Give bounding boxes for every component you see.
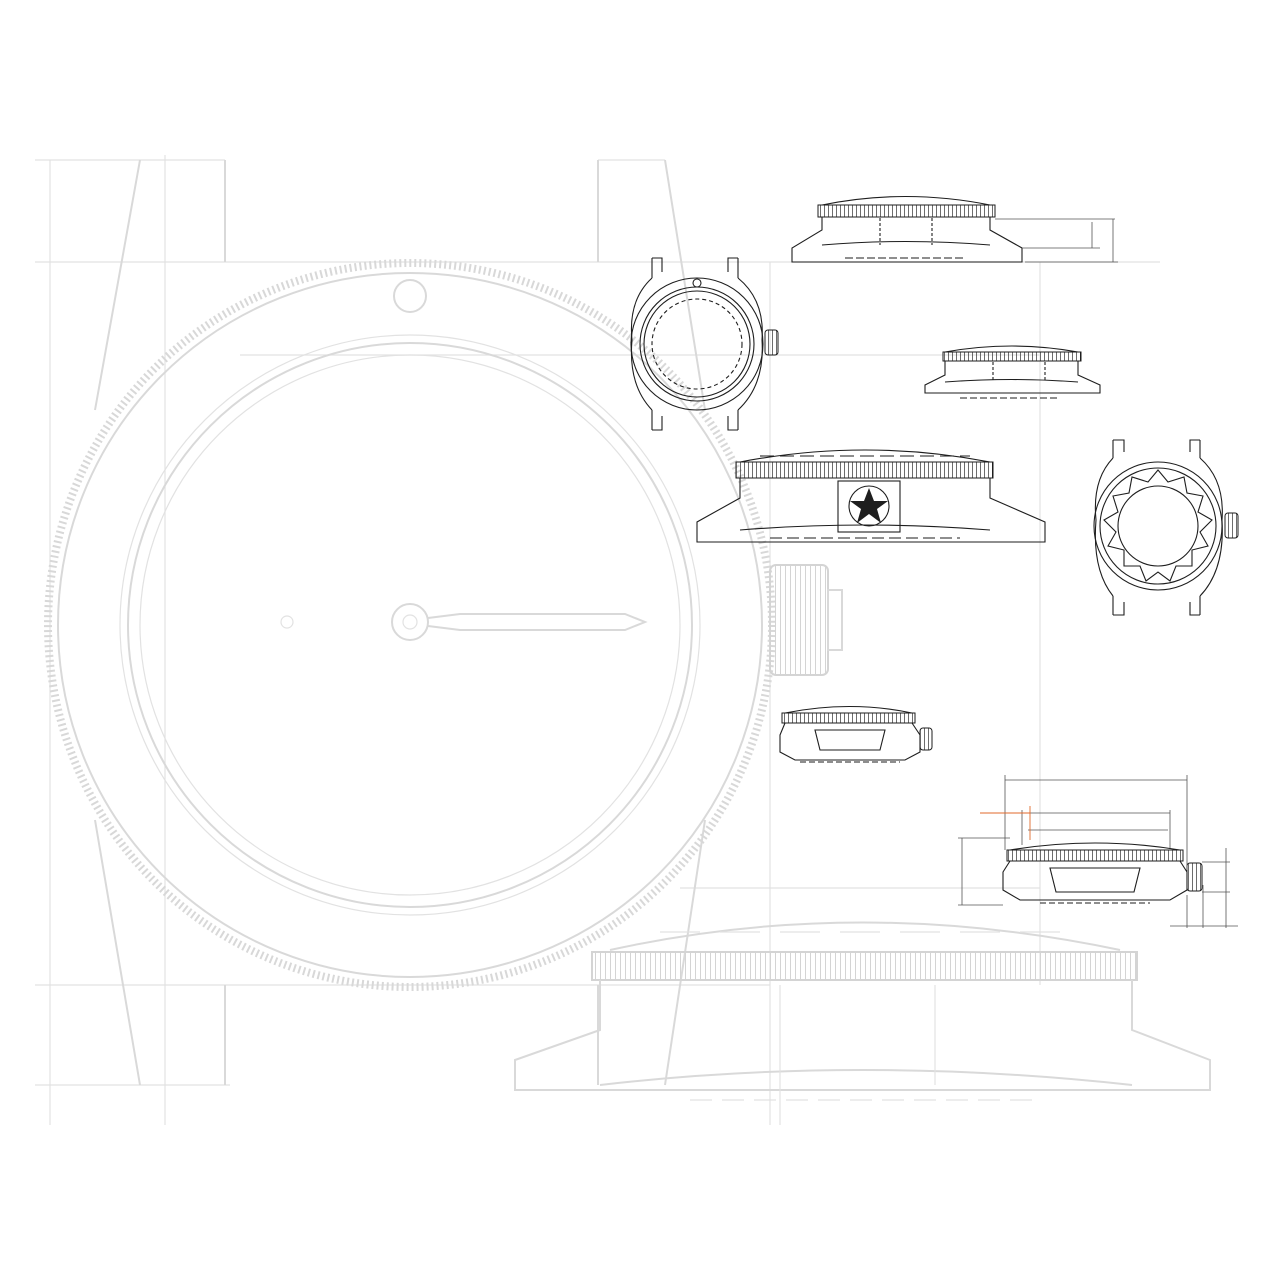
bezel-pip — [692, 278, 702, 288]
ghost-crown — [769, 564, 829, 676]
case-window — [814, 729, 886, 751]
ghost-side-bezel — [591, 951, 1138, 981]
top-lugs — [651, 257, 739, 278]
crystal-dome — [1009, 842, 1181, 851]
crystal-dome — [784, 705, 913, 714]
ghost-dial — [139, 354, 681, 896]
caseback-curve — [739, 524, 991, 531]
caseback-curve — [944, 378, 1079, 383]
crown — [1224, 512, 1239, 539]
dimensioned-side-view — [958, 775, 1238, 928]
ghost-bezel-outer — [57, 272, 763, 978]
side-view-medallion — [696, 449, 1046, 543]
crown — [1186, 862, 1203, 892]
ghost-bezel-ring — [119, 334, 701, 916]
caseback-curve — [821, 240, 991, 246]
caseback-ring — [1099, 467, 1217, 585]
case-profile — [791, 217, 1023, 263]
crown — [919, 727, 933, 751]
ghost-side-case — [514, 980, 1211, 1091]
bottom-lugs — [651, 410, 739, 431]
caseback-gear-ring — [1103, 469, 1213, 582]
medallion-disc — [848, 485, 890, 527]
ghost-bezel-knurl — [44, 259, 776, 991]
star-emblem-icon — [850, 488, 888, 523]
caseback-outer — [1093, 461, 1223, 591]
ghost-bottom-lugs — [94, 819, 706, 1086]
ghost-crystal — [127, 342, 693, 908]
ghost-side-view — [514, 921, 1211, 1125]
crystal-dome — [821, 195, 991, 206]
top-lugs — [1112, 439, 1201, 458]
ghost-hand-counterpin — [280, 615, 294, 629]
case-left-flank — [630, 277, 653, 411]
case-right-flank — [737, 277, 763, 411]
caseback-view — [1093, 439, 1239, 616]
bottom-lugs — [1112, 596, 1201, 616]
ghost-side-caseback — [599, 1069, 1133, 1086]
dial-line — [651, 298, 743, 390]
ghost-front-view — [35, 155, 1160, 1125]
bezel-outer — [630, 277, 764, 411]
ghost-hand — [427, 613, 648, 631]
ghost-crown-tube — [827, 589, 843, 651]
ghost-hand-pin — [402, 614, 418, 630]
medallion-frame — [837, 480, 901, 533]
ghost-top-lugs — [94, 159, 706, 411]
ghost-hand-hub — [391, 603, 429, 641]
side-profile-view-2 — [924, 345, 1101, 399]
crystal-dome — [944, 345, 1079, 353]
crown — [764, 329, 779, 356]
caseback-center — [1117, 485, 1199, 567]
case-profile — [1002, 860, 1188, 901]
side-view-crown — [779, 705, 933, 763]
bezel-knurl — [781, 712, 916, 724]
crystal-dome — [739, 449, 991, 463]
case-front-view — [630, 257, 779, 431]
bezel-knurl — [735, 461, 994, 479]
ghost-pip — [393, 279, 427, 313]
ghost-side-crystal — [609, 921, 1121, 951]
bezel-inner — [639, 286, 755, 402]
crystal — [643, 290, 751, 398]
bezel-knurl — [817, 204, 996, 218]
case-profile — [924, 361, 1101, 394]
case-left-flank — [1094, 457, 1114, 597]
bezel-knurl — [942, 351, 1082, 362]
case-right-flank — [1199, 457, 1223, 597]
side-profile-view-1 — [791, 195, 1118, 263]
case-profile — [696, 478, 1046, 543]
case-profile — [779, 722, 921, 761]
case-window — [1049, 867, 1141, 893]
bezel-knurl — [1006, 849, 1184, 862]
